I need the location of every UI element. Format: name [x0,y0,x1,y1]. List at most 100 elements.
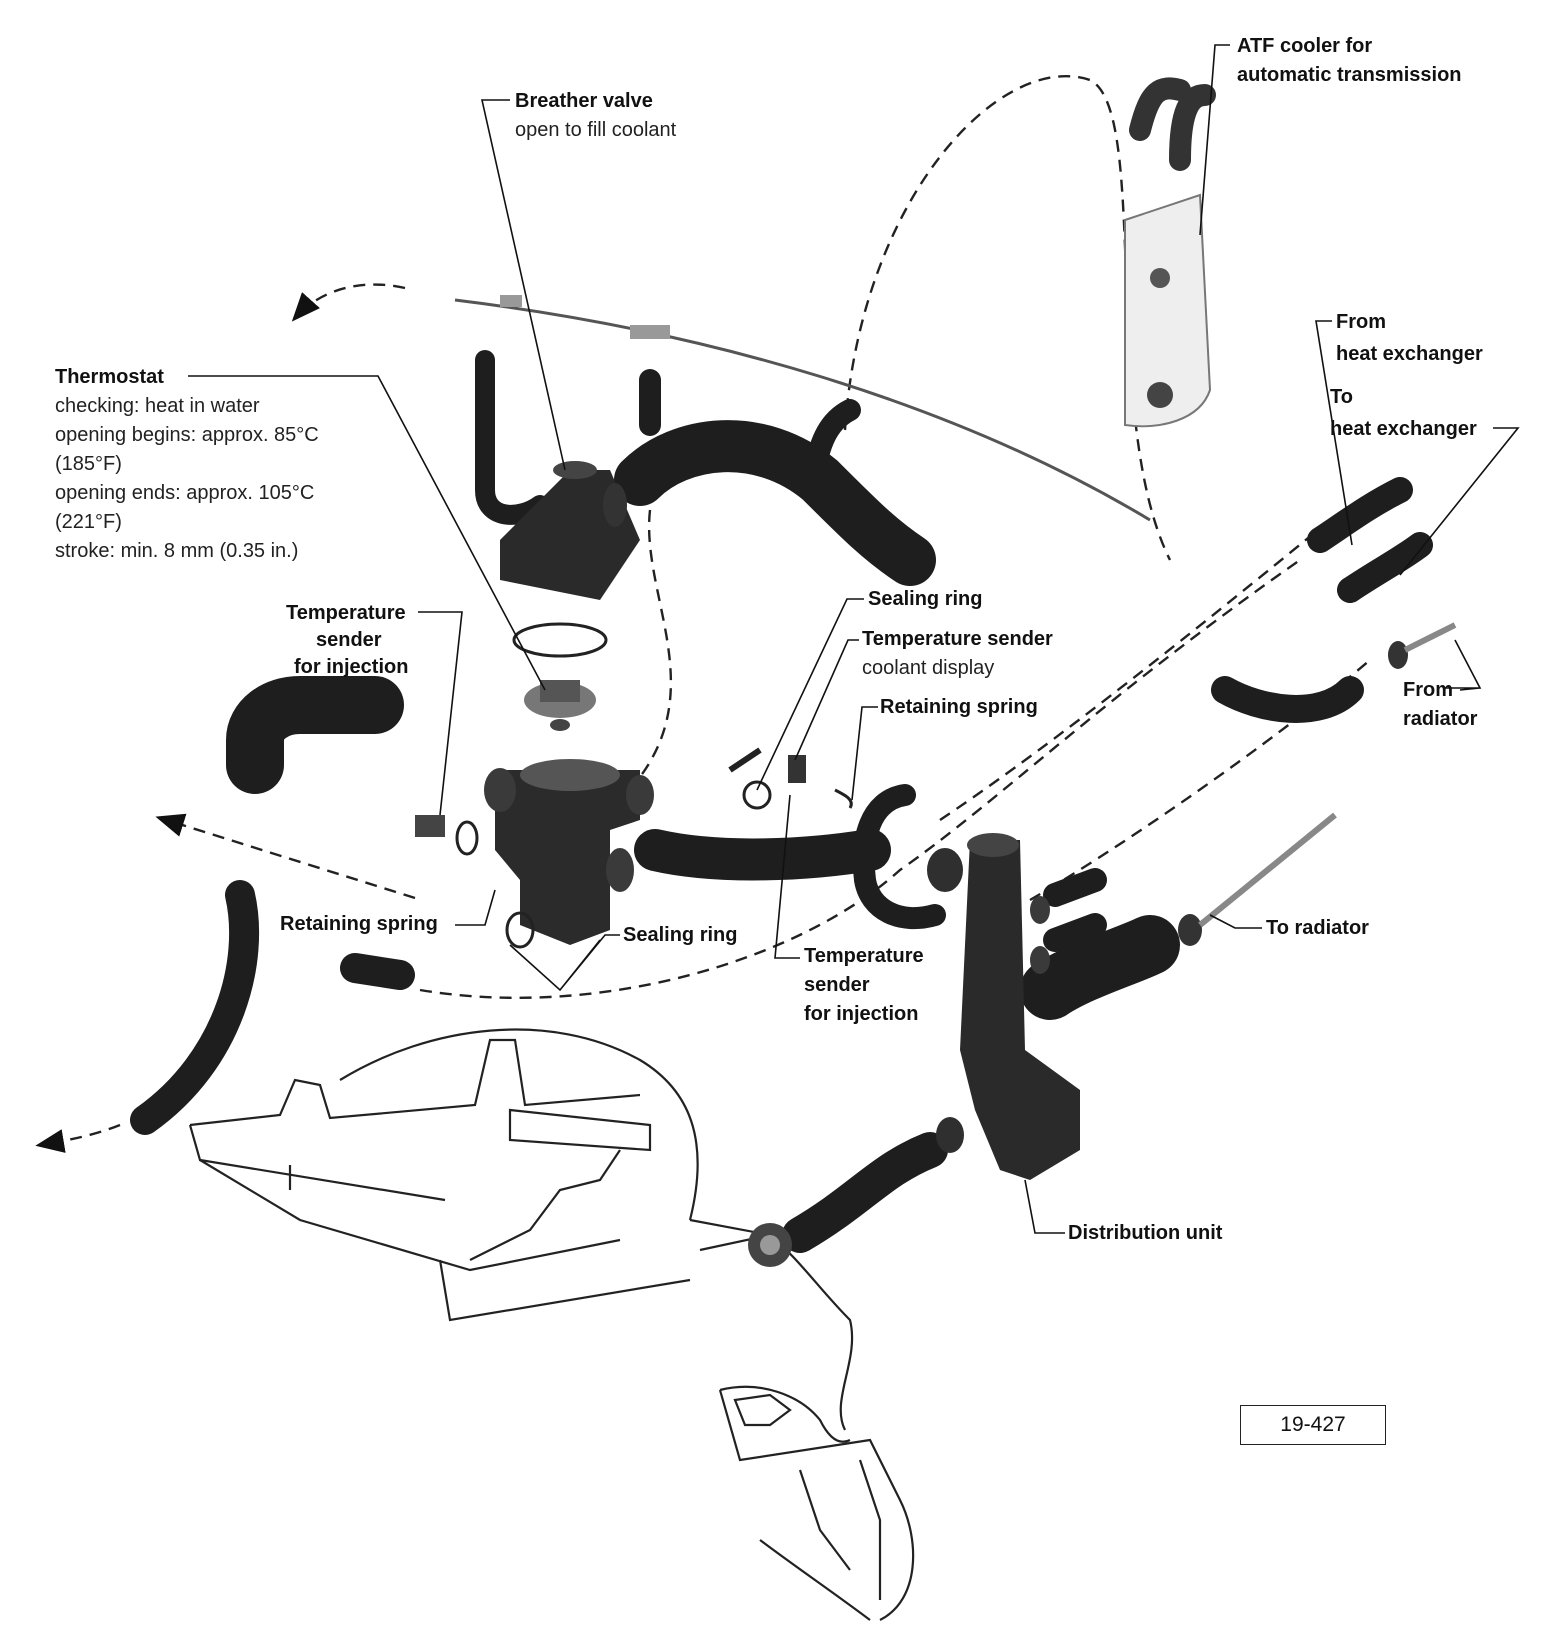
hose-side-b [1043,913,1107,952]
leader-temp-sender-bottom [774,794,800,959]
label-temp-sender-injection-left: Temperature sender for injection [286,600,408,681]
flow-path-heat-exchanger [939,519,1331,821]
label-temp-sender-bottom-line2: sender [804,974,870,996]
label-retaining-spring-bottom: Retaining spring [280,910,438,939]
label-temp-sender-left-line2: sender [316,629,382,651]
leader-from-heat-exchanger [1315,320,1353,546]
thermostat-housing [484,759,654,945]
label-temp-sender-left-line1: Temperature [286,602,406,624]
label-sealing-ring-top-text: Sealing ring [868,588,983,610]
flow-path-thermostat-return [619,509,672,801]
label-sealing-ring-bottom-text: Sealing ring [623,924,738,946]
leader-temp-sender-left [418,611,463,816]
leader-lines [188,44,1520,1234]
hose-upper-branch [804,399,861,481]
label-temp-sender-bottom-line3: for injection [804,1003,919,1025]
label-thermostat-line-3: (185°F) [55,453,122,475]
flow-path-to-atf [843,74,1172,561]
label-from-heat-exchanger-line1: From [1336,311,1386,333]
engine-outlet-fitting [748,1223,792,1267]
label-atf-cooler-line1: ATF cooler for [1237,35,1373,57]
leader-atf [1199,44,1230,236]
label-to-heat-exchanger-line2: heat exchanger [1330,418,1477,440]
distribution-unit-part [927,833,1080,1180]
breather-valve-housing [500,461,640,600]
hose-breather [475,350,550,525]
retaining-spring-top-part [834,788,853,809]
label-distribution-unit: Distribution unit [1068,1219,1222,1248]
engine-block-outline [188,1028,915,1621]
hose-left-connector [340,953,415,990]
cable-connector-b [630,325,670,339]
label-from-radiator: From radiator [1403,676,1477,734]
label-to-heat-exchanger: To heat exchanger [1330,381,1477,445]
label-from-heat-exchanger: From heat exchanger [1336,306,1483,370]
label-thermostat-line-4: opening ends: approx. 105°C [55,482,315,504]
label-thermostat-line-6: stroke: min. 8 mm (0.35 in.) [55,540,299,562]
label-thermostat-line-2: opening begins: approx. 85°C [55,424,319,446]
leader-thermostat [188,375,546,691]
label-retaining-spring-top-text: Retaining spring [880,696,1038,718]
hose-u-bend [852,784,946,930]
leader-to-radiator [1209,914,1262,929]
sealing-ring-top-part [742,780,772,810]
figure-number: 19-427 [1240,1405,1386,1445]
label-atf-cooler-line2: automatic transmission [1237,64,1462,86]
leader-from-radiator [1443,639,1482,691]
thermostat-part [512,622,608,731]
cable-connector-a [500,295,522,307]
temp-sender-display-part [728,747,762,773]
cable-line [454,298,1151,522]
label-temp-sender-display: Temperature sender coolant display [862,625,1053,683]
label-to-radiator-text: To radiator [1266,917,1369,939]
label-breather-valve-note: open to fill coolant [515,119,677,141]
label-temp-sender-injection-bottom: Temperature sender for injection [804,942,924,1029]
sealing-ring-bottom-part [505,911,535,949]
leader-sealing-ring-top [756,598,864,791]
leader-retaining-spring-bottom [455,889,496,926]
hose-heat-exchanger-a [1307,477,1413,553]
flow-path-lower [419,559,1301,1000]
hose-heat-exchanger-b [1337,532,1433,603]
leader-sealing-ring-bottom [509,934,620,992]
radiator-fittings [1178,622,1457,946]
label-atf-cooler: ATF cooler for automatic transmission [1237,32,1462,90]
label-retaining-spring-top: Retaining spring [880,693,1038,722]
hose-upper-bend [614,420,936,586]
label-sealing-ring-bottom: Sealing ring [623,921,737,950]
label-temp-sender-bottom-line1: Temperature [804,945,924,967]
hoses [130,350,1433,1253]
hose-to-radiator [1020,915,1180,1020]
sealing-ring-left [455,820,479,856]
flow-path-radiator [1029,659,1371,902]
leader-breather [481,99,566,471]
hose-elbow-left [226,676,404,794]
label-sealing-ring-top: Sealing ring [868,585,982,614]
label-breather-valve: Breather valve open to fill coolant [515,87,676,145]
label-temp-sender-display-note: coolant display [862,657,995,679]
label-thermostat-line-1: checking: heat in water [55,395,260,417]
label-distribution-unit-text: Distribution unit [1068,1222,1223,1244]
atf-cooler-part [1124,77,1216,428]
flow-path-left [155,813,416,900]
small-parts [415,747,853,949]
label-temp-sender-display-title: Temperature sender [862,628,1053,650]
label-retaining-spring-bottom-text: Retaining spring [280,913,438,935]
label-from-radiator-line2: radiator [1403,708,1478,730]
label-thermostat-line-5: (221°F) [55,511,122,533]
temp-sender-injection-left [415,815,445,837]
flow-path-bottom-left [35,1123,121,1153]
label-to-heat-exchanger-line1: To [1330,386,1353,408]
hose-left-pipe [130,880,260,1135]
flow-path-top-left [291,283,406,322]
label-from-radiator-line1: From [1403,679,1453,701]
label-to-radiator: To radiator [1266,914,1369,943]
label-thermostat-title: Thermostat [55,366,164,388]
label-breather-valve-title: Breather valve [515,90,653,112]
label-from-heat-exchanger-line2: heat exchanger [1336,343,1483,365]
temp-sender-injection-bottom-part [788,755,806,783]
hose-middle [634,829,891,881]
leader-temp-sender-display [794,639,859,761]
hose-lower [782,1132,948,1253]
